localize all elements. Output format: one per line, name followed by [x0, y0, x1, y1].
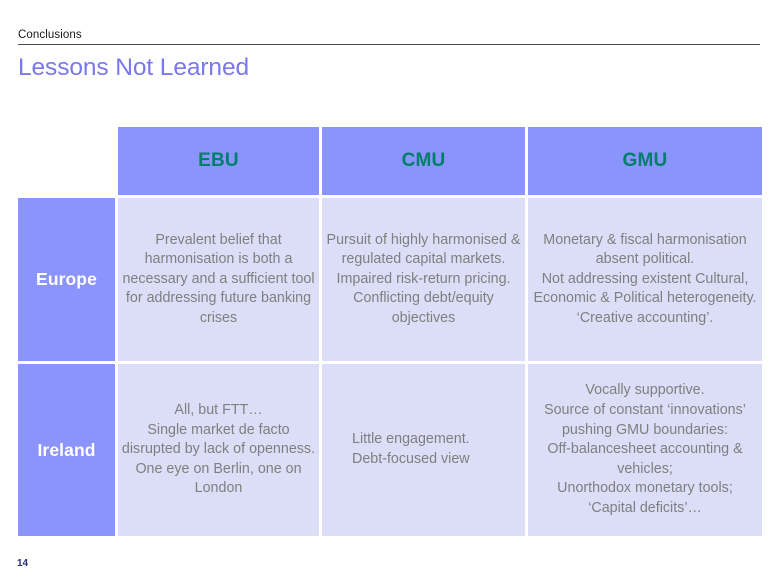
cell-europe-gmu: Monetary & fiscal harmonisation absent p… [528, 198, 762, 361]
cell-ireland-cmu: Little engagement. Debt-focused view [322, 364, 525, 536]
cell-europe-ebu: Prevalent belief that harmonisation is b… [118, 198, 319, 361]
column-header-ebu: EBU [118, 127, 319, 195]
header-divider [18, 44, 760, 45]
section-eyebrow: Conclusions [18, 29, 82, 41]
table-row: Europe Prevalent belief that harmonisati… [18, 198, 762, 361]
cell-ireland-ebu: All, but FTT… Single market de facto dis… [118, 364, 319, 536]
table-row: Ireland All, but FTT… Single market de f… [18, 364, 762, 536]
row-label-ireland: Ireland [18, 364, 115, 536]
row-label-europe: Europe [18, 198, 115, 361]
cell-europe-cmu: Pursuit of highly harmonised & regulated… [322, 198, 525, 361]
column-header-cmu: CMU [322, 127, 525, 195]
cell-ireland-gmu: Vocally supportive. Source of constant ‘… [528, 364, 762, 536]
table-corner-cell [18, 127, 115, 195]
slide-header: Conclusions [18, 28, 760, 45]
comparison-matrix: EBU CMU GMU Europe Prevalent belief that… [15, 124, 765, 539]
table-header-row: EBU CMU GMU [18, 127, 762, 195]
page-number: 14 [17, 558, 29, 569]
column-header-gmu: GMU [528, 127, 762, 195]
page-title: Lessons Not Learned [18, 54, 250, 81]
